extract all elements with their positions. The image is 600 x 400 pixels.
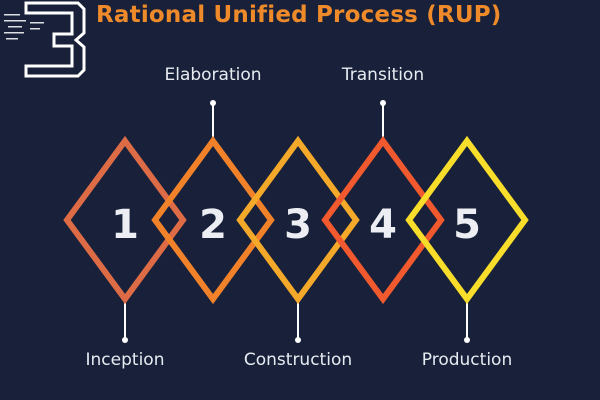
b-logo-icon [4, 1, 86, 78]
phase-diamond-1 [63, 135, 187, 305]
phase-label-inception: Inception [85, 350, 165, 370]
phase-number-4: 4 [369, 202, 397, 248]
page-title: Rational Unified Process (RUP) [96, 2, 502, 28]
phase-diamond-2 [151, 135, 275, 305]
connector-dot-4 [380, 100, 386, 106]
phase-number-2: 2 [199, 202, 227, 248]
connector-dot-2 [210, 100, 216, 106]
connector-dot-1 [122, 337, 128, 343]
phase-label-elaboration: Elaboration [164, 65, 262, 85]
phase-label-production: Production [421, 350, 513, 370]
phase-number-3: 3 [284, 202, 312, 248]
connector-dot-5 [464, 337, 470, 343]
phase-diamond-3 [236, 135, 360, 305]
phase-number-1: 1 [111, 202, 139, 248]
phase-diamond-4 [321, 135, 445, 305]
connector-dot-3 [295, 337, 301, 343]
phase-number-5: 5 [453, 202, 481, 248]
phase-label-construction: Construction [243, 350, 353, 370]
phase-label-transition: Transition [341, 65, 425, 85]
phase-diamond-5 [405, 135, 529, 305]
